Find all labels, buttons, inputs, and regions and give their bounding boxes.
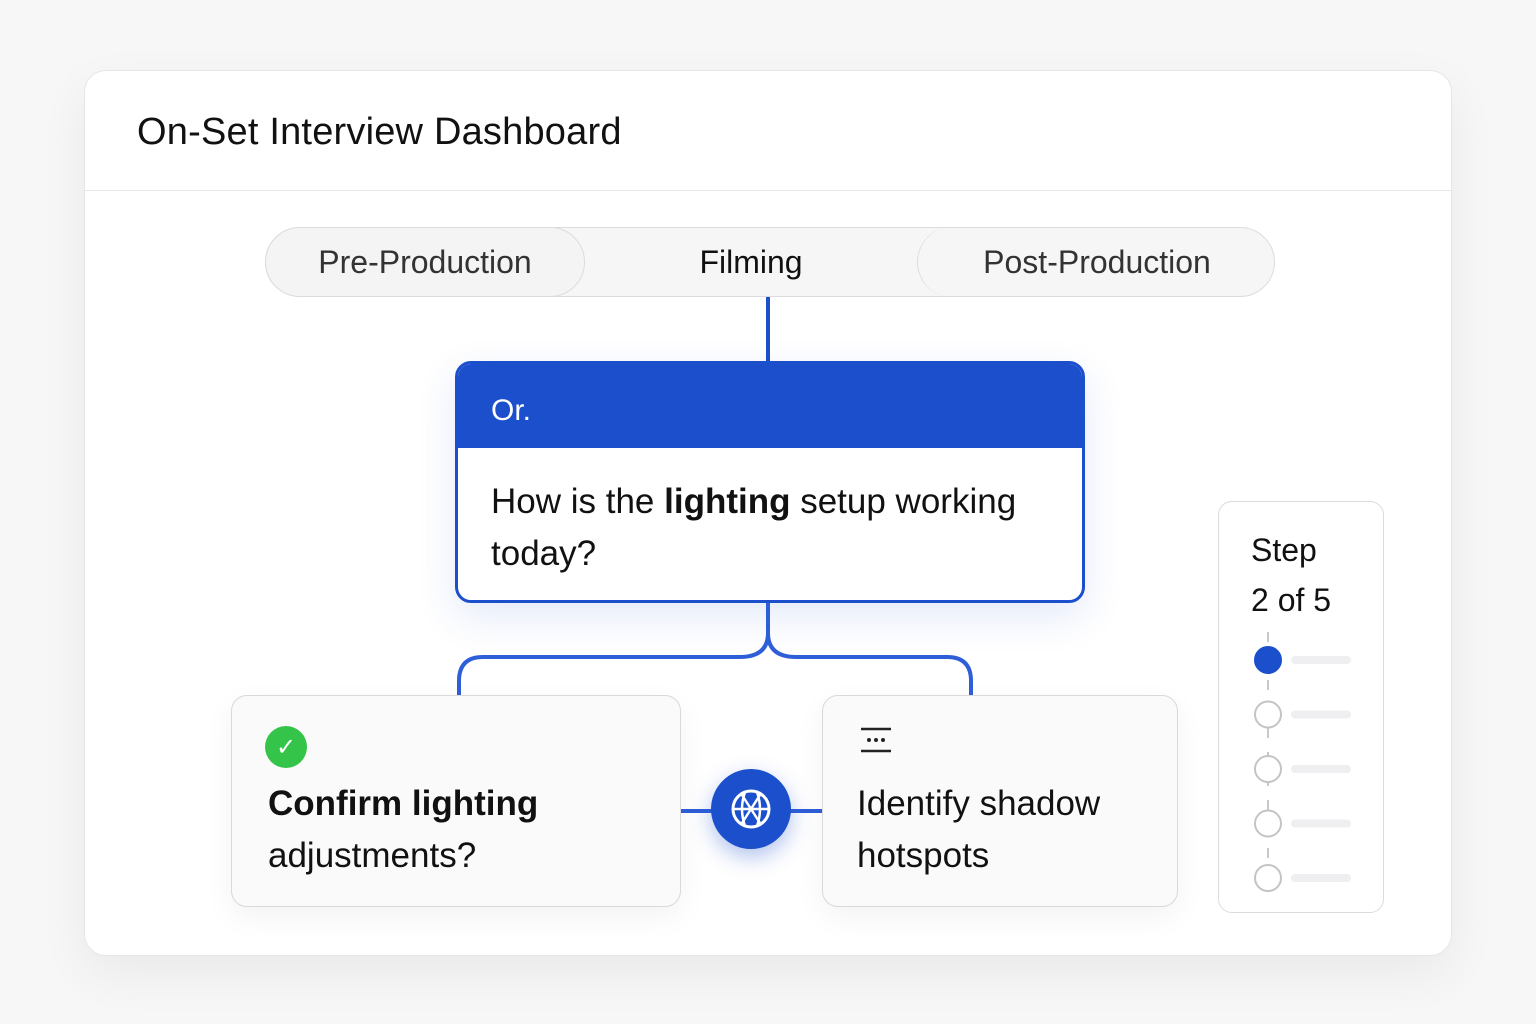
step-progress-panel: Step 2 of 5 (1218, 501, 1384, 913)
step-label-placeholder (1291, 656, 1351, 664)
tab-pre-production[interactable]: Pre-Production (265, 227, 585, 297)
sphere-grid-icon (731, 789, 771, 829)
question-text: How is the lighting setup working today? (458, 448, 1082, 580)
step-count: 2 of 5 (1251, 582, 1332, 618)
dashboard-card: On-Set Interview Dashboard Pre-Productio… (84, 70, 1452, 956)
step-title: Step (1251, 532, 1317, 568)
answer-confirm-text: Confirm lighting adjustments? (268, 778, 538, 882)
branch-right-line (766, 632, 973, 695)
question-text-bold: lighting (664, 482, 791, 521)
step-dot[interactable] (1254, 700, 1282, 729)
step-label-placeholder (1291, 710, 1351, 719)
step-label-placeholder (1291, 819, 1351, 828)
step-dot[interactable] (1254, 809, 1282, 838)
question-card[interactable]: Or. How is the lighting setup working to… (455, 361, 1085, 603)
step-dot[interactable] (1254, 755, 1282, 783)
card-header: On-Set Interview Dashboard (85, 71, 1451, 191)
list-dots-icon (861, 727, 891, 753)
tab-filming[interactable]: Filming (699, 243, 803, 280)
page-title: On-Set Interview Dashboard (137, 111, 622, 153)
question-text-pre: How is the (491, 482, 665, 521)
answer-confirm-rest: adjustments? (268, 836, 477, 875)
answer-identify-text: Identify shadow hotspots (857, 778, 1100, 882)
answer-card-confirm[interactable]: ✓ Confirm lighting adjustments? (231, 695, 681, 907)
answer-identify-line2: hotspots (857, 836, 990, 875)
step-dot[interactable] (1254, 864, 1282, 892)
question-header: Or. (458, 364, 1082, 448)
step-label-placeholder (1291, 765, 1351, 773)
stage-tabs: Pre-Production Filming Post-Production (265, 227, 1275, 297)
hub-node-button[interactable] (711, 769, 791, 849)
answer-card-identify[interactable]: Identify shadow hotspots (822, 695, 1178, 907)
question-text-post: setup working today? (491, 482, 1017, 573)
answer-confirm-bold: Confirm lighting (268, 784, 539, 823)
step-dot[interactable] (1254, 646, 1282, 674)
check-circle-icon: ✓ (265, 726, 307, 768)
step-track (1254, 632, 1351, 892)
branch-left-line (457, 603, 770, 695)
answer-identify-line1: Identify shadow (857, 784, 1101, 823)
step-label-placeholder (1291, 874, 1351, 882)
tab-post-production[interactable]: Post-Production (917, 227, 1276, 297)
